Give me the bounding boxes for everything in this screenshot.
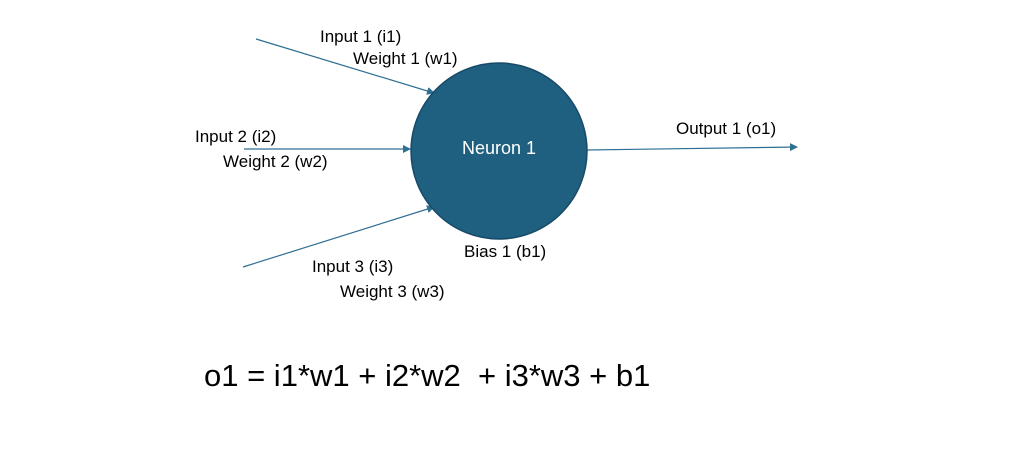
input-2-label: Input 2 (i2) (195, 127, 277, 146)
output-label: Output 1 (o1) (676, 119, 777, 138)
output-arrow (585, 143, 798, 152)
bias-label: Bias 1 (b1) (464, 242, 547, 261)
input-3-arrow (242, 205, 435, 268)
output-formula: o1 = i1*w1 + i2*w2 + i3*w3 + b1 (204, 358, 651, 393)
neuron-node (410, 62, 588, 240)
input-3-label: Input 3 (i3) (312, 257, 394, 276)
input-1-arrow (255, 38, 435, 95)
weight-1-label: Weight 1 (w1) (353, 49, 458, 68)
weight-2-label: Weight 2 (w2) (223, 152, 328, 171)
weight-3-label: Weight 3 (w3) (340, 282, 445, 301)
neuron-label: Neuron 1 (461, 138, 537, 158)
input-1-label: Input 1 (i1) (320, 27, 402, 46)
